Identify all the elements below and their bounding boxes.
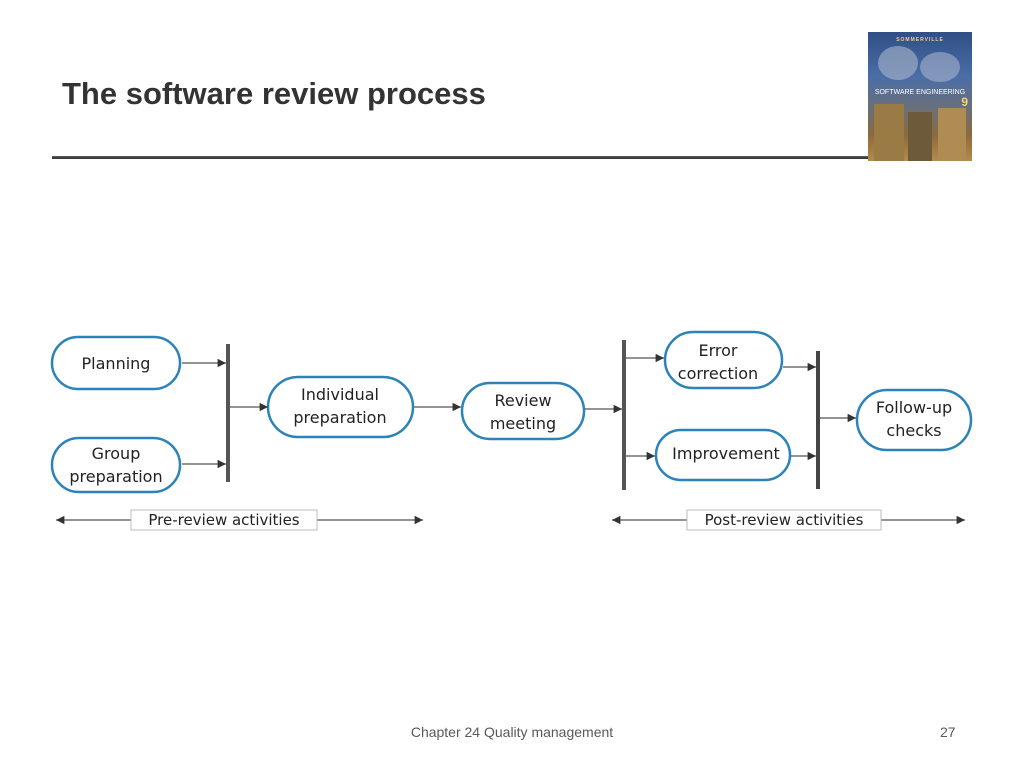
node-review-meeting: Review meeting	[460, 381, 586, 441]
join-bar-followup	[816, 351, 820, 489]
cover-cloud-shape	[878, 46, 918, 80]
book-cover-image: SOMMERVILLE SOFTWARE ENGINEERING 9	[868, 32, 972, 161]
slide-title: The software review process	[62, 76, 486, 111]
footer-chapter: Chapter 24 Quality management	[410, 724, 614, 740]
node-error-correction: Error correction	[663, 330, 784, 390]
node-individual-preparation-line1: Individual	[301, 385, 379, 404]
phase-pre-review: Pre-review activities	[56, 509, 423, 531]
phase-post-review: Post-review activities	[612, 509, 965, 531]
node-review-meeting-line2: meeting	[490, 414, 556, 433]
node-follow-up-checks-line2: checks	[886, 421, 941, 440]
node-planning: Planning	[50, 335, 182, 391]
node-error-correction-line2: correction	[678, 364, 758, 383]
node-review-meeting-line1: Review	[494, 391, 551, 410]
node-error-correction-line1: Error	[699, 341, 738, 360]
cover-building-shape	[874, 104, 904, 161]
book-edition: 9	[961, 95, 968, 109]
node-group-preparation-line2: preparation	[69, 467, 162, 486]
node-follow-up-checks-line1: Follow-up	[876, 398, 952, 417]
node-planning-label: Planning	[82, 354, 151, 373]
join-bar-pre	[226, 344, 230, 482]
footer-page-number: 27	[940, 724, 956, 740]
cover-building-shape	[938, 108, 966, 161]
phase-post-review-label: Post-review activities	[705, 511, 864, 529]
node-individual-preparation-line2: preparation	[293, 408, 386, 427]
book-author: SOMMERVILLE	[896, 37, 944, 43]
cover-building-shape	[908, 112, 932, 161]
title-divider	[52, 156, 870, 159]
node-group-preparation-line1: Group	[92, 444, 141, 463]
cover-cloud-shape	[920, 52, 960, 82]
node-improvement-label: Improvement	[672, 444, 780, 463]
node-improvement: Improvement	[654, 428, 792, 482]
book-title: SOFTWARE ENGINEERING	[874, 89, 966, 96]
node-follow-up-checks: Follow-up checks	[855, 388, 973, 452]
node-group-preparation: Group preparation	[50, 436, 182, 494]
phase-pre-review-label: Pre-review activities	[148, 511, 299, 529]
node-individual-preparation: Individual preparation	[266, 375, 415, 439]
fork-bar-post	[622, 340, 626, 490]
